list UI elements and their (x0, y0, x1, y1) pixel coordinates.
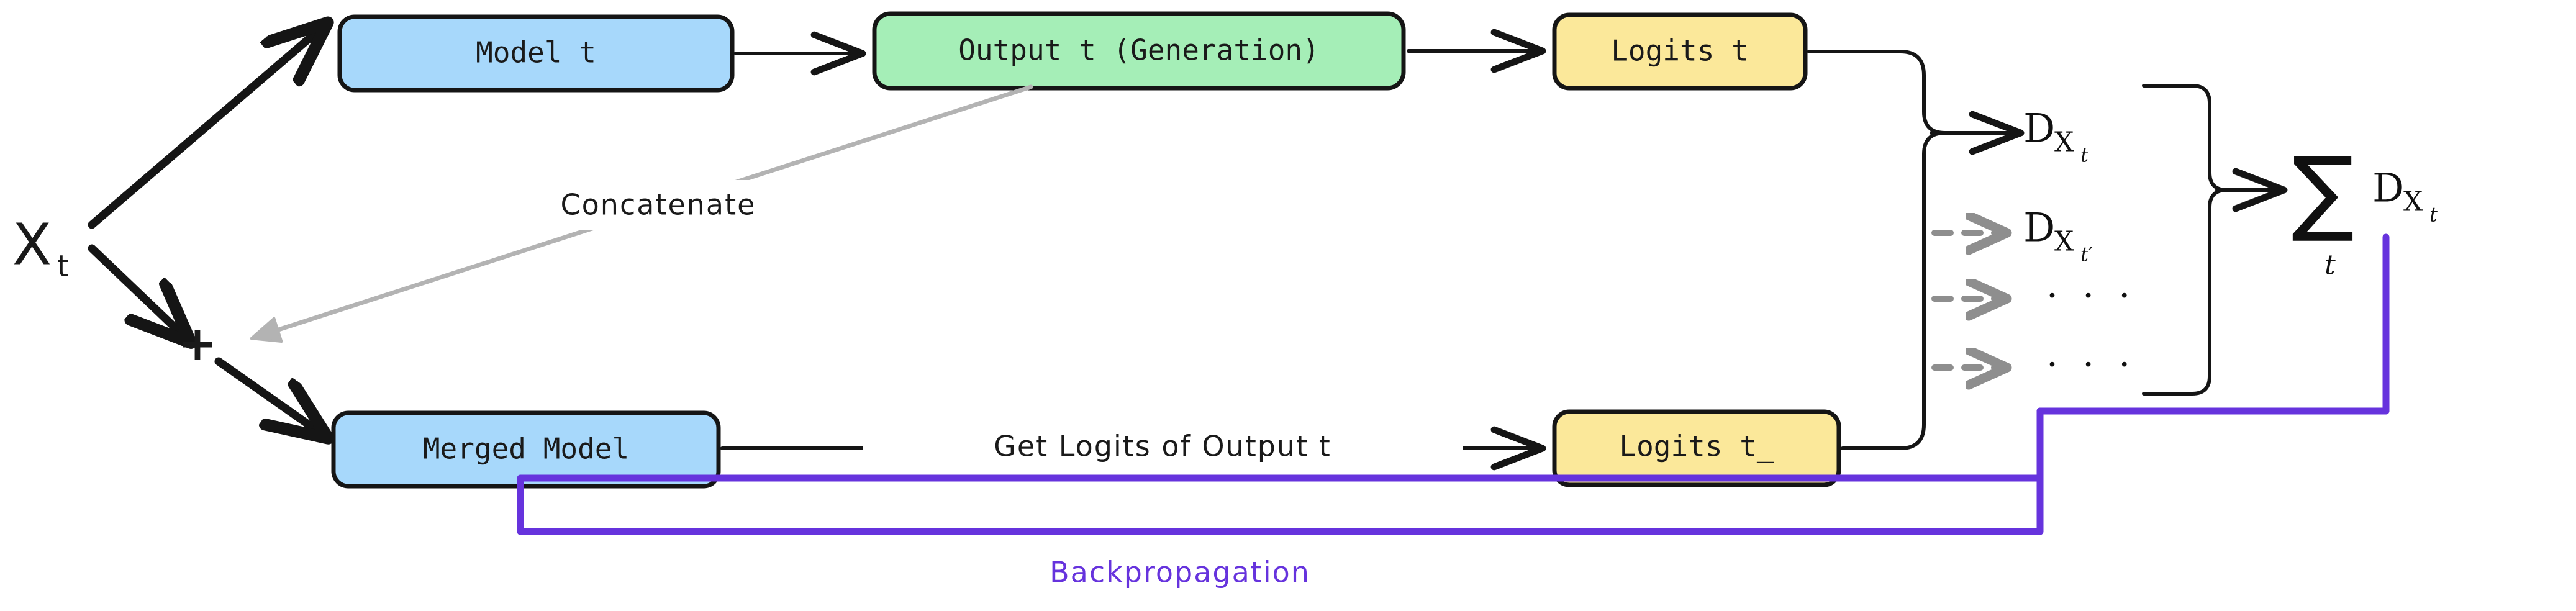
model-t-box[interactable] (337, 14, 735, 93)
dxt-1-sub2: t (2080, 143, 2088, 167)
edge-xt-to-model (88, 27, 323, 229)
node-logits-t-underscore[interactable]: Logits t_ (1552, 409, 1841, 487)
node-model-t[interactable]: Model t (337, 14, 735, 93)
output-t-box[interactable] (872, 11, 1406, 91)
model-t-label: Model t (476, 36, 596, 70)
merge-bottom-branch (1841, 131, 1947, 450)
logits-t-underscore-box[interactable] (1552, 409, 1841, 487)
dxt-1-main: D (2023, 106, 2055, 152)
backpropagation-label: Backpropagation (1050, 556, 1310, 589)
node-merged-model[interactable]: Merged Model (331, 410, 721, 489)
gather-brace (2142, 84, 2229, 396)
sum-term-main: D (2372, 166, 2404, 212)
input-xt-main: X (12, 211, 52, 278)
logits-t-box[interactable] (1552, 12, 1808, 91)
input-xt: X t (12, 211, 69, 284)
get-logits-label-backdrop (863, 425, 1463, 473)
edge-xt-to-plus (88, 244, 186, 338)
get-logits-label: Get Logits of Output t (994, 430, 1331, 463)
node-output-t[interactable]: Output t (Generation) (872, 11, 1406, 91)
dxt-1-sub: X (2054, 127, 2074, 158)
merge-top-branch (1807, 50, 1947, 135)
distill-term-row-2: D X t′ (1931, 206, 2093, 266)
dxt-2-sub: X (2054, 226, 2074, 258)
logits-t-label: Logits t (1611, 34, 1749, 68)
distill-term-row-4: · · · (1931, 343, 2136, 387)
logits-t-underscore-label: Logits t_ (1619, 430, 1774, 463)
sum-term-sub2: t (2429, 203, 2438, 227)
sigma-symbol: ∑ (2292, 137, 2354, 245)
backprop-label-backdrop (969, 546, 1391, 596)
dots-row-3: · · · (2046, 274, 2136, 318)
dxt-2-main: D (2023, 206, 2055, 251)
sum-term-sub: X (2403, 186, 2423, 218)
input-xt-subscript: t (57, 249, 69, 284)
summation-expression: ∑ t D X t (2292, 137, 2438, 281)
dxt-2-sub2: t′ (2080, 243, 2093, 266)
output-t-label: Output t (Generation) (958, 34, 1320, 67)
merged-model-label: Merged Model (423, 432, 629, 466)
concatenate-label: Concatenate (561, 188, 756, 222)
distill-term-row-1: D X t (2023, 106, 2088, 167)
dots-row-4: · · · (2046, 343, 2136, 387)
sigma-subscript: t (2324, 250, 2336, 281)
edge-plus-to-merged (214, 357, 323, 435)
concat-plus-sign: + (178, 315, 217, 371)
distill-term-row-3: · · · (1931, 274, 2136, 318)
merged-model-box[interactable] (331, 410, 721, 489)
backprop-path-return (517, 407, 2044, 535)
node-logits-t[interactable]: Logits t (1552, 12, 1808, 91)
concatenate-label-backdrop (503, 180, 814, 230)
